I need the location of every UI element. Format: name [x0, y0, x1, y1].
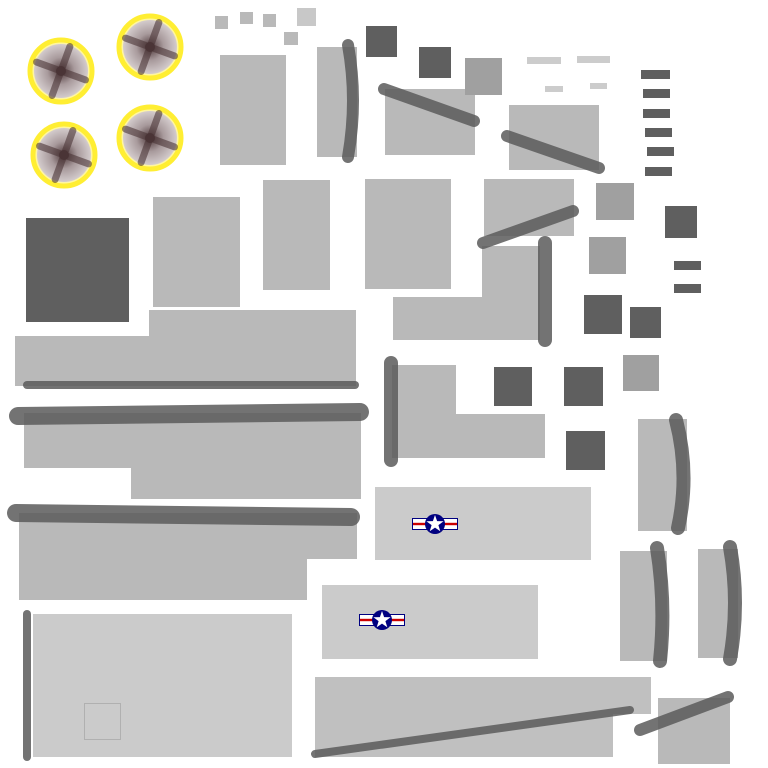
texture-panel	[33, 614, 292, 757]
texture-panel	[375, 487, 591, 560]
texture-panel	[26, 218, 129, 322]
texture-panel	[419, 47, 451, 78]
texture-panel	[322, 585, 538, 659]
texture-panel	[647, 147, 674, 156]
texture-panel	[465, 58, 502, 95]
texture-panel	[577, 56, 610, 63]
paint-stripe	[9, 403, 369, 425]
texture-panel	[297, 8, 316, 26]
texture-panel	[215, 16, 228, 29]
texture-panel	[589, 237, 626, 274]
paint-stripe	[342, 39, 359, 163]
texture-panel	[665, 206, 697, 238]
texture-panel	[566, 431, 605, 470]
paint-stripe	[7, 504, 360, 526]
texture-panel	[131, 413, 361, 499]
texture-panel	[645, 167, 672, 176]
texture-panel	[641, 70, 670, 79]
texture-panel	[153, 197, 240, 307]
texture-panel	[674, 261, 701, 270]
texture-panel	[284, 32, 298, 45]
paint-stripe	[311, 706, 634, 758]
texture-panel	[393, 297, 540, 340]
propeller-disc-icon	[30, 121, 98, 189]
propeller-disc-icon	[116, 13, 184, 81]
paint-stripe	[723, 540, 742, 666]
texture-panel	[545, 86, 563, 92]
texture-panel	[527, 57, 561, 64]
paint-stripe	[477, 205, 579, 249]
paint-stripe	[650, 541, 670, 668]
texture-panel	[392, 414, 545, 458]
texture-panel	[596, 183, 634, 220]
propeller-disc-icon	[27, 37, 95, 105]
propeller-disc-icon	[116, 104, 184, 172]
texture-panel	[630, 307, 661, 338]
texture-panel	[564, 367, 603, 406]
star-and-bar-roundel-icon	[412, 514, 458, 534]
paint-stripe	[378, 83, 480, 127]
texture-panel	[494, 367, 532, 406]
texture-panel	[365, 179, 451, 289]
paint-stripe	[501, 130, 605, 174]
star-and-bar-roundel-icon	[359, 610, 405, 630]
paint-stripe	[634, 691, 734, 736]
paint-stripe	[669, 413, 691, 535]
texture-panel	[643, 89, 670, 98]
texture-panel	[366, 26, 397, 57]
texture-panel	[263, 180, 330, 290]
texture-panel	[584, 295, 622, 334]
texture-panel	[19, 513, 307, 600]
texture-panel	[15, 336, 356, 386]
texture-panel	[674, 284, 701, 293]
texture-panel	[623, 355, 659, 391]
texture-panel	[645, 128, 672, 137]
texture-panel	[590, 83, 607, 89]
texture-panel	[643, 109, 670, 118]
texture-panel	[240, 12, 253, 24]
texture-panel	[220, 55, 286, 165]
texture-panel	[263, 14, 276, 27]
outline-square	[84, 703, 121, 740]
